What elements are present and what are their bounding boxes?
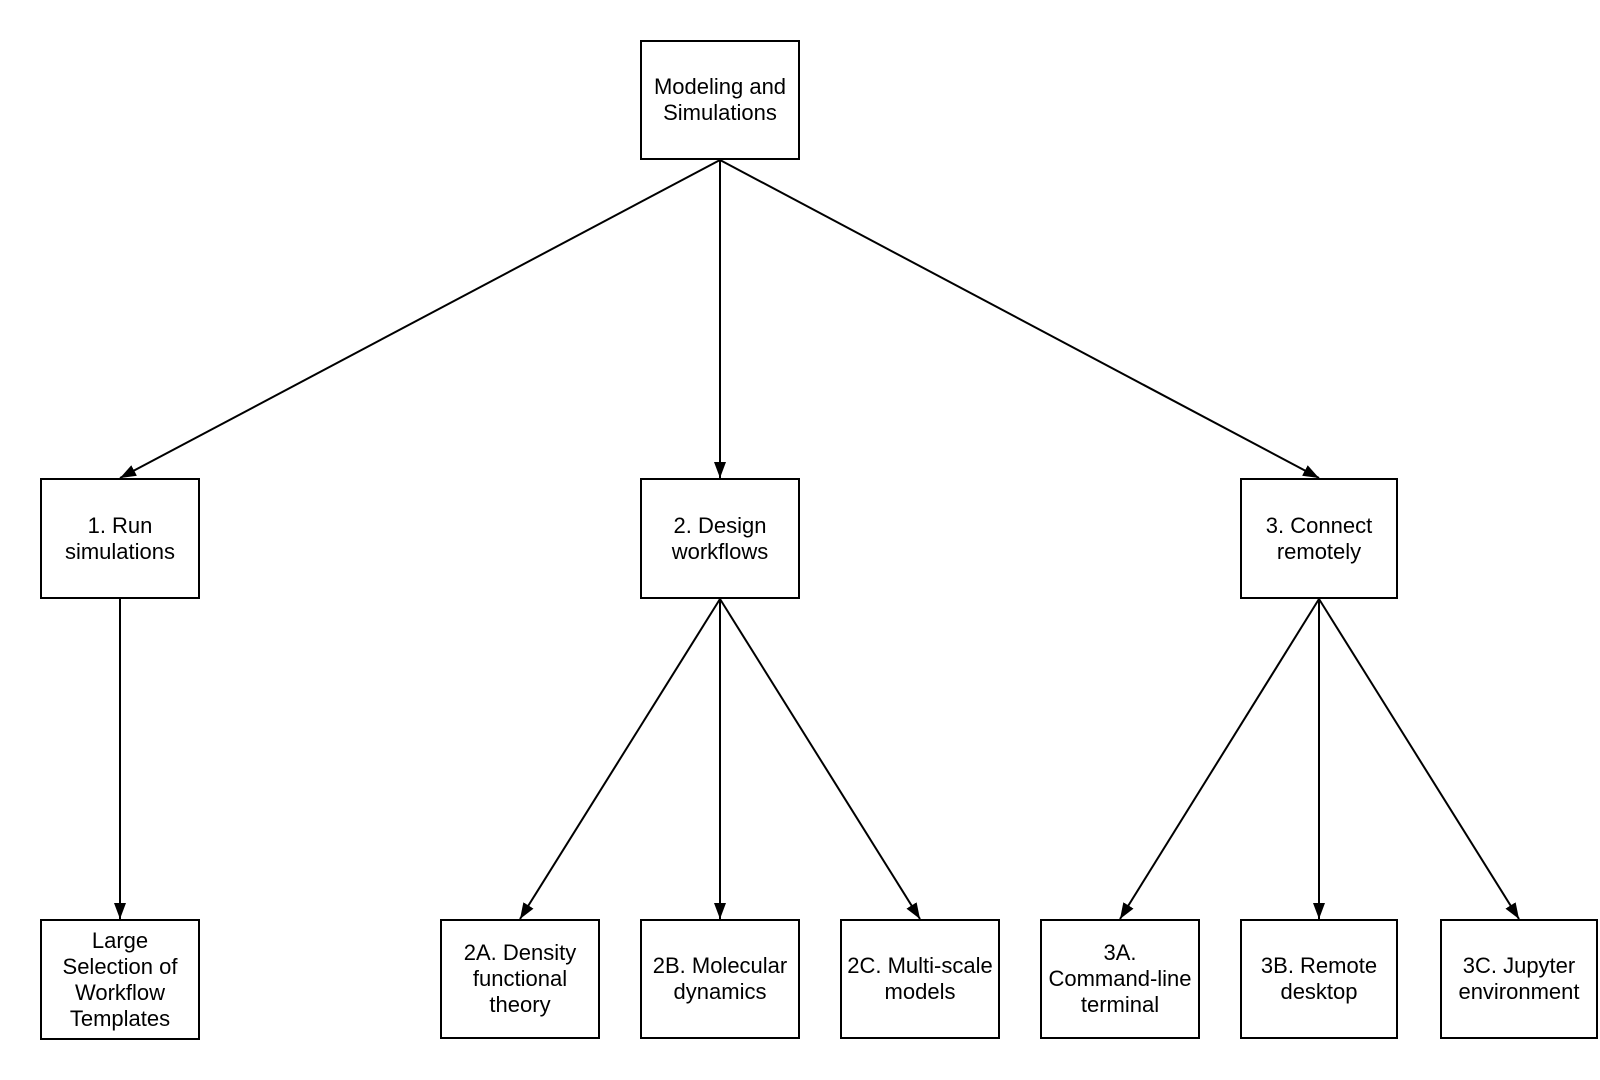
edge-design-workflows-to-density-functional-theory <box>519 598 721 920</box>
edge-connect-remotely-to-command-line-terminal <box>1119 598 1320 920</box>
node-molecular-dynamics: 2B. Molecular dynamics <box>640 919 800 1039</box>
edge-connect-remotely-to-jupyter-environment <box>1318 598 1520 920</box>
edge-modeling-to-connect-remotely <box>719 159 1320 479</box>
node-connect-remotely: 3. Connect remotely <box>1240 478 1398 599</box>
node-workflow-templates: Large Selection of Workflow Templates <box>40 919 200 1040</box>
node-run-simulations: 1. Run simulations <box>40 478 200 599</box>
node-design-workflows: 2. Design workflows <box>640 478 800 599</box>
node-modeling-and-simulations: Modeling and Simulations <box>640 40 800 160</box>
node-command-line-terminal: 3A. Command-line terminal <box>1040 919 1200 1039</box>
edge-modeling-to-run-simulations <box>119 159 721 479</box>
edge-design-workflows-to-multi-scale-models <box>719 598 921 920</box>
node-remote-desktop: 3B. Remote desktop <box>1240 919 1398 1039</box>
node-multi-scale-models: 2C. Multi-scale models <box>840 919 1000 1039</box>
node-density-functional-theory: 2A. Density functional theory <box>440 919 600 1039</box>
node-jupyter-environment: 3C. Jupyter environment <box>1440 919 1598 1039</box>
